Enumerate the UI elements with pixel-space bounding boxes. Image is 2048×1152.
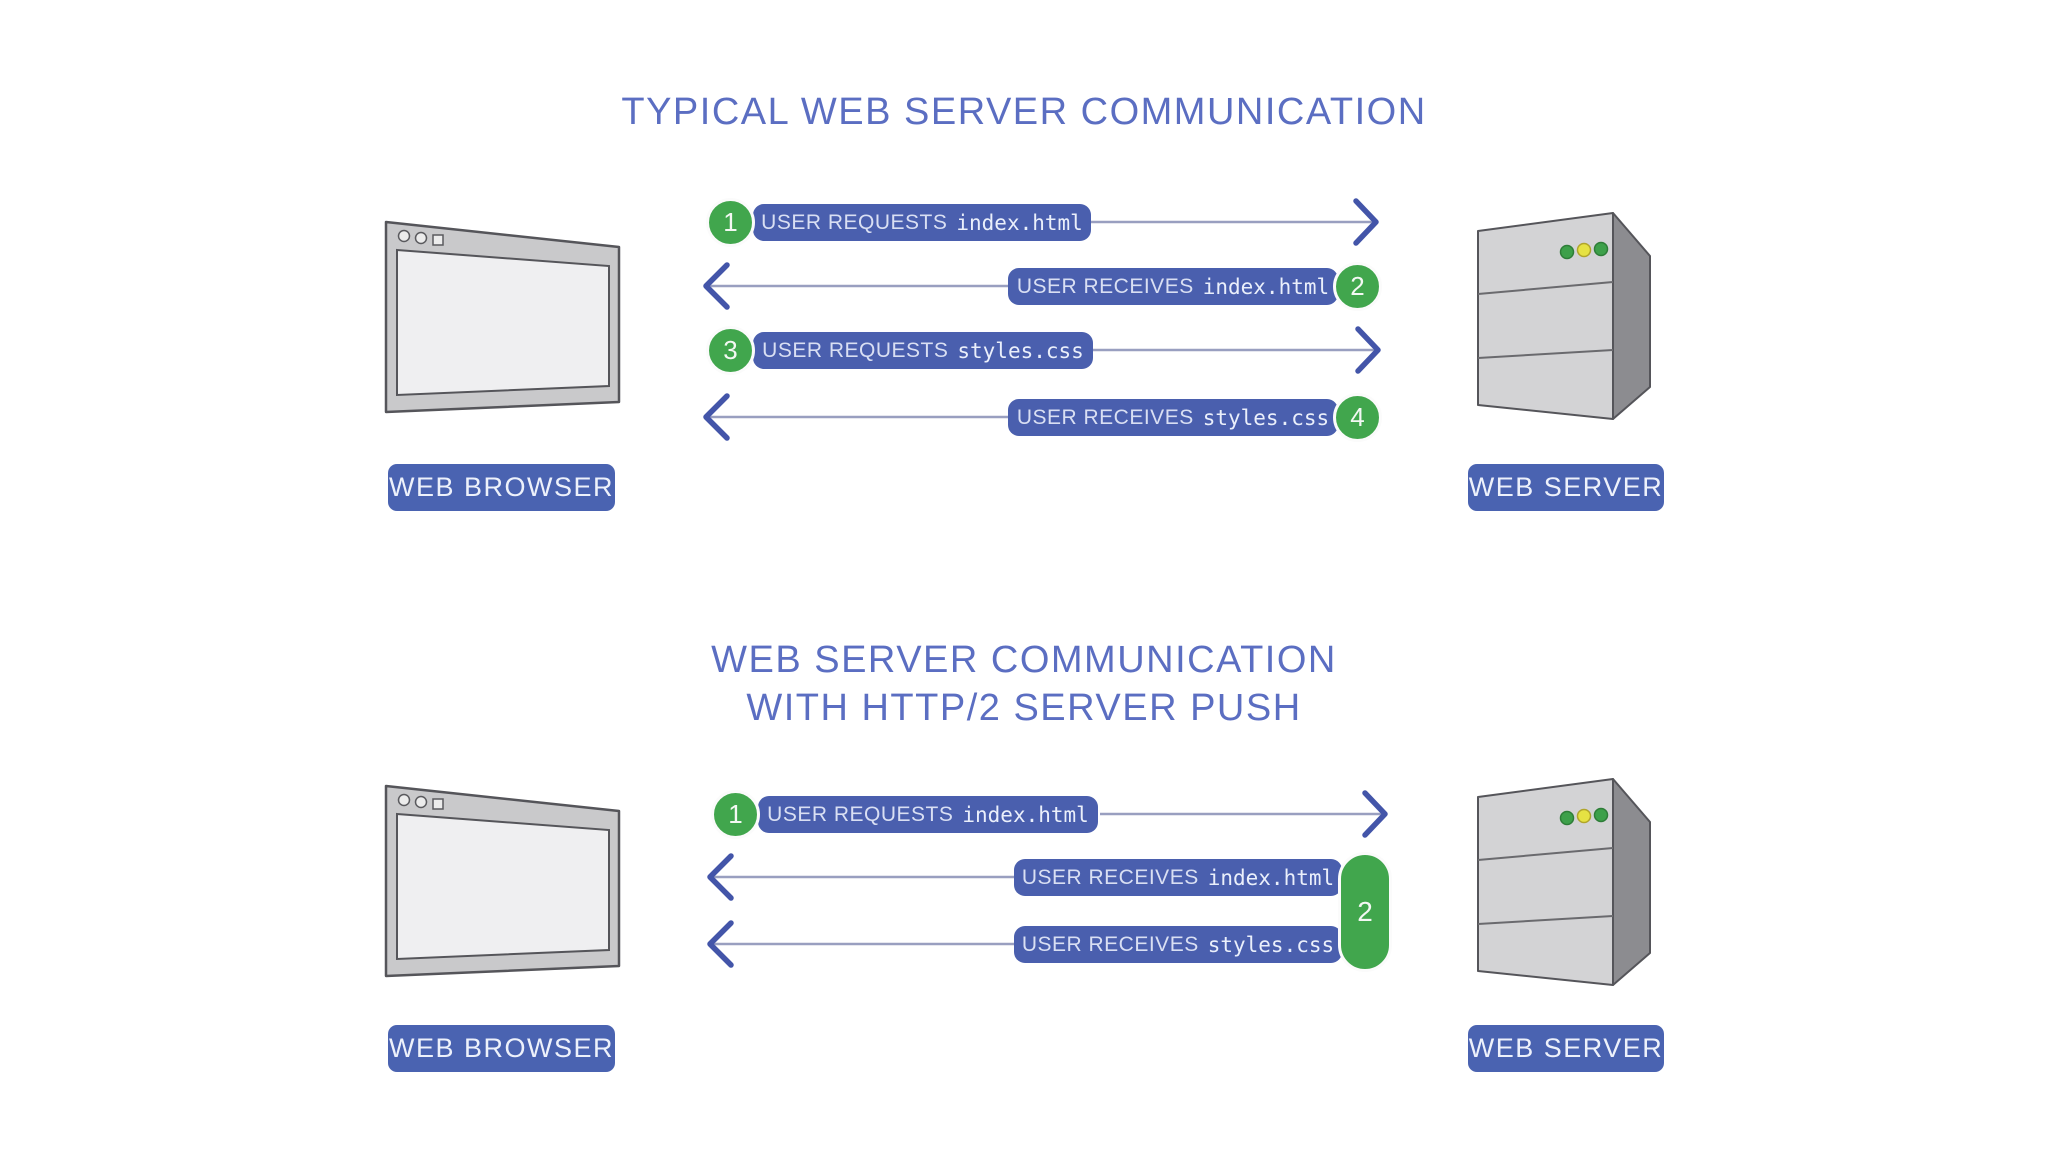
section-title-line2: WITH HTTP/2 SERVER PUSH <box>746 687 1302 729</box>
message-pill: USER REQUESTS styles.css <box>753 332 1093 369</box>
shared-step-badge: 2 <box>1338 852 1392 972</box>
step-badge: 3 <box>706 326 755 375</box>
message-pill: USER RECEIVES index.html <box>1008 268 1338 305</box>
arrow-left-icon <box>703 393 1010 441</box>
message-code: styles.css <box>1207 932 1335 957</box>
window-control-dot <box>432 798 444 810</box>
message-text: USER RECEIVES <box>1016 274 1194 298</box>
server-led-yellow <box>1576 808 1592 824</box>
server-led-green <box>1593 241 1609 257</box>
server-led-green <box>1559 810 1575 826</box>
web-browser-label: WEB BROWSER <box>388 1025 615 1072</box>
window-control-dot <box>432 234 444 246</box>
web-server-label: WEB SERVER <box>1468 1025 1664 1072</box>
message-text: USER RECEIVES <box>1021 865 1199 889</box>
arrow-left-icon <box>703 262 1010 310</box>
message-pill: USER REQUESTS index.html <box>758 796 1098 833</box>
message-code: index.html <box>1207 865 1335 890</box>
section-title-line1: WEB SERVER COMMUNICATION <box>711 639 1337 681</box>
step-badge: 4 <box>1333 393 1382 442</box>
server-led-green <box>1593 807 1609 823</box>
step-badge: 2 <box>1333 262 1382 311</box>
message-pill: USER REQUESTS index.html <box>753 204 1091 241</box>
web-browser-label: WEB BROWSER <box>388 464 615 511</box>
window-control-dot <box>414 231 428 245</box>
step-badge: 1 <box>706 198 755 247</box>
web-server-label: WEB SERVER <box>1468 464 1664 511</box>
step-badge: 1 <box>711 790 760 839</box>
message-text: USER RECEIVES <box>1021 932 1199 956</box>
arrow-left-icon <box>707 853 1014 901</box>
arrow-left-icon <box>707 920 1014 968</box>
section-title: TYPICAL WEB SERVER COMMUNICATION <box>621 91 1427 133</box>
web-server-icon <box>1477 212 1651 420</box>
message-text: USER REQUESTS <box>762 338 949 362</box>
server-led-yellow <box>1576 242 1592 258</box>
message-text: USER RECEIVES <box>1016 405 1194 429</box>
message-pill: USER RECEIVES styles.css <box>1008 399 1338 436</box>
web-browser-icon <box>384 220 621 414</box>
arrow-right-icon <box>1100 790 1388 838</box>
message-code: index.html <box>956 210 1083 235</box>
web-browser-icon <box>384 784 621 978</box>
message-text: USER REQUESTS <box>761 210 948 234</box>
message-pill: USER RECEIVES styles.css <box>1014 926 1342 963</box>
window-control-dot <box>414 795 428 809</box>
web-server-icon <box>1477 778 1651 986</box>
message-pill: USER RECEIVES index.html <box>1014 859 1342 896</box>
message-code: styles.css <box>957 338 1084 363</box>
arrow-right-icon <box>1091 198 1379 246</box>
arrow-right-icon <box>1093 326 1381 374</box>
server-led-green <box>1559 244 1575 260</box>
message-code: index.html <box>962 802 1089 827</box>
message-code: index.html <box>1202 274 1330 299</box>
window-control-dot <box>397 229 411 243</box>
window-control-dot <box>397 793 411 807</box>
message-text: USER REQUESTS <box>767 802 954 826</box>
message-code: styles.css <box>1202 405 1330 430</box>
